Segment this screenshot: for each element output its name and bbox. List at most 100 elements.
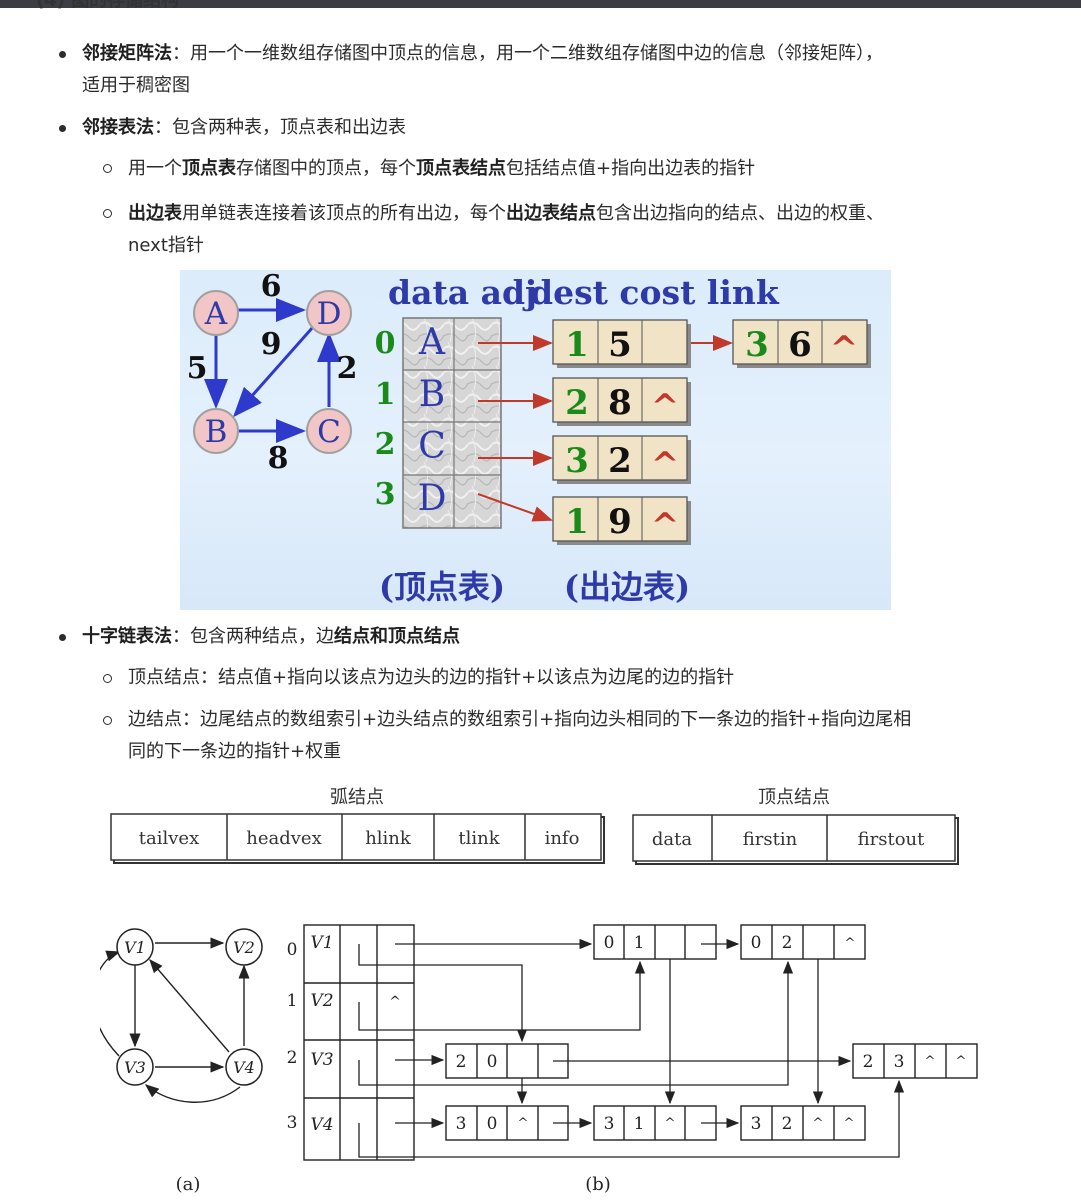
sub-bullet-circle — [103, 716, 112, 725]
vertex-table — [402, 317, 502, 529]
sub1-bold-b: 顶点表结点 — [416, 158, 506, 179]
graph-node-v4 — [225, 1048, 263, 1086]
term-adj-matrix: 邻接矩阵法 — [82, 43, 172, 64]
sub-bullet-vertex-node: 顶点结点：结点值+指向以该点为边头的边的指针+以该点为边尾的边的指针 — [128, 667, 735, 688]
edge-dest: 1 — [565, 325, 589, 365]
vertex-index: 2 — [375, 427, 396, 462]
edge-weight: 8 — [268, 441, 289, 476]
edge-d-b — [233, 326, 315, 418]
null-ptr: ^ — [813, 1116, 824, 1131]
sub1-text-b: 存储图中的顶点，每个 — [236, 158, 416, 179]
arc-node-23 — [852, 1043, 978, 1079]
arc-head: 1 — [634, 933, 645, 953]
sub-bullet-circle — [103, 164, 112, 173]
term-orth-list: 十字链表法 — [82, 626, 172, 647]
vertex-data: D — [418, 478, 447, 519]
edge-dest: 1 — [565, 502, 589, 542]
vertex-index: 3 — [375, 477, 396, 512]
graph-edge — [149, 958, 230, 1053]
vertex-index: 1 — [375, 377, 396, 412]
null-ptr: ^ — [518, 1116, 529, 1131]
vertex-node-format — [632, 814, 959, 865]
vertex-data: B — [419, 374, 445, 415]
orth-vertex-table — [303, 924, 415, 1161]
vertex-index: 0 — [375, 326, 396, 361]
orth-vertex-data: V2 — [310, 991, 333, 1011]
sub-bullet-edge-table: 出边表用单链表连接着该顶点的所有出边，每个出边表结点包含出边指向的结点、出边的权… — [128, 198, 884, 230]
sub-bullet-edge-table-cont: next指针 — [128, 235, 204, 256]
bullet-adj-matrix-cont: 适用于稠密图 — [82, 75, 190, 96]
graph-node-v2 — [225, 928, 263, 966]
edge-weight: 5 — [187, 351, 208, 386]
bullet-orthogonal-list: 十字链表法：包含两种结点，边结点和顶点结点 — [82, 621, 460, 653]
null-link: ^ — [651, 506, 680, 546]
arc-tail: 3 — [751, 1114, 762, 1134]
edge-node — [552, 435, 691, 484]
arc-head: 3 — [894, 1052, 905, 1072]
arc-head: 2 — [782, 1114, 793, 1134]
edge-cost: 2 — [608, 441, 632, 481]
caption-b: (b) — [585, 1174, 611, 1195]
graph-node-v1 — [116, 928, 154, 966]
vertex-field: firstin — [743, 829, 798, 850]
edge-table-header: dest cost link — [530, 273, 780, 312]
sub-bullet-edge-node: 边结点：边尾结点的数组索引+边头结点的数组索引+指向边头相同的下一条边的指针+指… — [128, 709, 912, 730]
sub-bullet-vertex-table: 用一个顶点表存储图中的顶点，每个顶点表结点包括结点值+指向出边表的指针 — [128, 153, 755, 185]
edge-cost: 9 — [608, 502, 632, 542]
pointer — [358, 960, 646, 1031]
arc-tail: 0 — [604, 933, 615, 953]
null-link: ^ — [830, 329, 859, 369]
orth-index: 2 — [287, 1048, 298, 1068]
graph-edge — [92, 950, 121, 1057]
bullet-adj-list: 邻接表法：包含两种表，顶点表和出边表 — [82, 112, 406, 144]
caption-a: (a) — [176, 1174, 201, 1195]
arc-node-20 — [445, 1043, 569, 1079]
sub2-text-b: 包含出边指向的结点、出边的权重、 — [596, 203, 884, 224]
null-link: ^ — [651, 445, 680, 485]
graph-node-label: V2 — [233, 938, 255, 957]
edge-cost: 6 — [788, 325, 812, 365]
sub1-bold-a: 顶点表 — [182, 158, 236, 179]
edge-node — [732, 319, 871, 368]
arc-tail: 3 — [456, 1114, 467, 1134]
arc-field: tlink — [458, 828, 500, 849]
vertex-field: data — [652, 829, 692, 850]
edge-node — [552, 377, 691, 426]
arc-head: 0 — [487, 1114, 498, 1134]
graph-node-v3 — [116, 1048, 154, 1086]
orth-index: 3 — [287, 1113, 298, 1133]
section-heading-cut: (4) 图的存储结构 — [36, 0, 180, 11]
orth-index: 0 — [287, 940, 298, 960]
arc-node-30 — [445, 1105, 569, 1141]
arc-tail: 2 — [863, 1052, 874, 1072]
graph-node-a — [193, 290, 239, 336]
graph-node-label: C — [317, 414, 341, 450]
adj-matrix-text: ：用一个一维数组存储图中顶点的信息，用一个二维数组存储图中边的信息（邻接矩阵）， — [172, 43, 883, 64]
orth-vertex-data: V1 — [310, 933, 333, 953]
orth-list-bold: 结点和顶点结点 — [334, 626, 460, 647]
term-adj-list: 邻接表法 — [82, 117, 154, 138]
vertex-data: C — [418, 426, 446, 467]
orthogonal-list-svg: 弧结点 顶点结点 tailvex headvex hlink tlink inf… — [92, 787, 978, 1195]
sub2-text-a: 用单链表连接着该顶点的所有出边，每个 — [182, 203, 506, 224]
edge-node — [552, 496, 691, 545]
sub1-text-c: 包括结点值+指向出边表的指针 — [506, 158, 756, 179]
orthogonal-list-figure: 弧结点 顶点结点 tailvex headvex hlink tlink inf… — [92, 780, 1000, 1200]
graph-node-label: V4 — [233, 1058, 255, 1077]
graph-node-label: B — [205, 414, 228, 450]
edge-table-caption: (出边表) — [564, 568, 690, 606]
orth-vertex-data: V3 — [310, 1050, 333, 1070]
arc-node-title: 弧结点 — [330, 787, 384, 808]
arc-node-01 — [593, 924, 717, 960]
graph-node-label: A — [204, 296, 228, 332]
pointer — [358, 944, 528, 1043]
pointer — [358, 960, 794, 1086]
arc-node-32 — [740, 1105, 866, 1141]
graph-node-b — [193, 408, 239, 454]
graph-node-label: V1 — [124, 938, 146, 957]
graph-node-label: D — [317, 296, 342, 332]
arc-head: 0 — [487, 1052, 498, 1072]
sub-bullet-circle — [103, 209, 112, 218]
arc-field: headvex — [246, 828, 321, 849]
null-ptr: ^ — [844, 1116, 855, 1131]
